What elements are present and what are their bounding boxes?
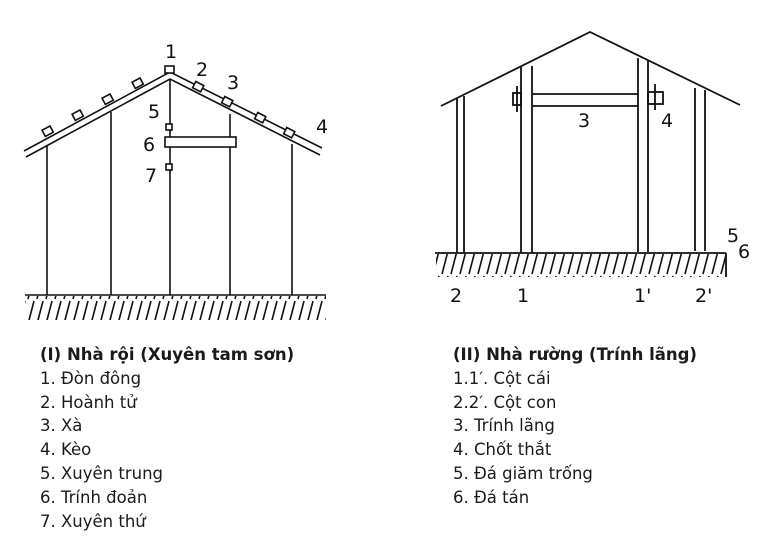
label-4: 4 (661, 110, 673, 132)
legend-item: 4. Kèo (40, 440, 92, 460)
label-6: 6 (143, 134, 155, 156)
legend-item: 7. Xuyên thứ (40, 511, 146, 531)
legend-item: 6. Trính đoản (40, 487, 148, 507)
ground-hatch (25, 296, 326, 320)
posts (456, 58, 706, 253)
label-5: 5 (148, 101, 160, 123)
legend-item: 1. Đòn đông (40, 368, 142, 388)
nha-ruong-labels: 3 4 5 6 2 1 1' 2' (450, 110, 750, 307)
legend-nha-roi: (I) Nhà rội (Xuyên tam sơn) 1. Đòn đông … (40, 343, 294, 533)
label-1: 1 (517, 285, 529, 307)
legend-item: 4. Chốt thắt (453, 440, 552, 460)
xuyen-trung (165, 123, 173, 131)
purlins (40, 65, 296, 139)
nha-roi-labels: 1 2 3 4 5 6 7 (143, 41, 328, 187)
label-2: 2 (196, 59, 208, 81)
legend-item: 1.1′. Cột cái (453, 368, 551, 388)
label-3: 3 (578, 110, 590, 132)
nha-ruong-diagram (435, 30, 741, 277)
legend-item: 2.2′. Cột con (453, 392, 557, 412)
legend-item: 5. Đá giăm trống (453, 463, 593, 483)
legend-title: (I) Nhà rội (Xuyên tam sơn) (40, 345, 295, 364)
roof (440, 30, 741, 107)
label-2-prime: 2' (695, 285, 712, 307)
chot-that (512, 84, 664, 112)
legend-item: 3. Trính lãng (453, 416, 555, 436)
trinh-doan (164, 136, 237, 148)
label-7: 7 (145, 165, 157, 187)
legend-item: 5. Xuyên trung (40, 463, 164, 483)
label-3: 3 (227, 72, 239, 94)
xuyen-thu (165, 163, 173, 171)
legend-item: 6. Đá tán (453, 487, 530, 507)
legend-item: 3. Xà (40, 416, 83, 436)
label-5: 5 (727, 225, 739, 247)
legend-title: (II) Nhà rường (Trính lãng) (453, 345, 697, 364)
ground-hatch (436, 254, 726, 277)
legend-item: 2. Hoành tử (40, 392, 137, 412)
label-1-prime: 1' (634, 285, 651, 307)
label-2: 2 (450, 285, 462, 307)
nha-roi-diagram (23, 65, 326, 320)
label-6: 6 (738, 241, 750, 263)
label-4: 4 (316, 116, 328, 138)
legend-nha-ruong: (II) Nhà rường (Trính lãng) 1.1′. Cột cá… (453, 343, 697, 510)
label-1: 1 (165, 41, 177, 63)
posts (46, 79, 293, 295)
